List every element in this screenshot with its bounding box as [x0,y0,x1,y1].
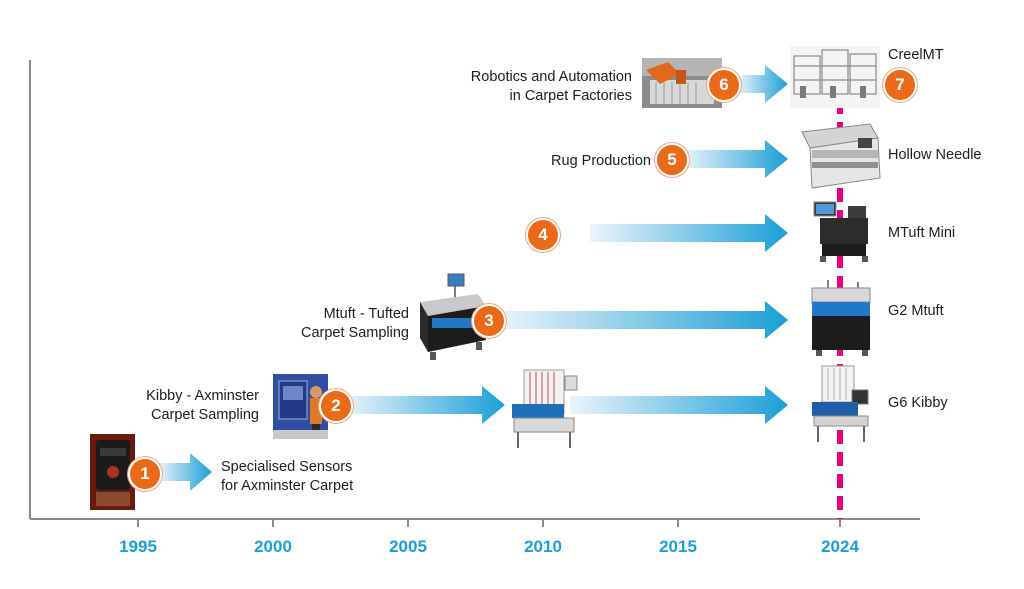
arrow-6 [738,65,788,103]
milestone-badge-2: 2 [319,389,353,423]
product-label-creelmt: CreelMT [888,47,944,63]
creel-machine-icon [790,46,880,108]
year-label-2024: 2024 [821,537,859,556]
year-label-2000: 2000 [254,537,292,556]
product-label-hollow-needle: Hollow Needle [888,147,982,163]
milestone-label-5: Rug Production [551,153,651,169]
arrows [158,65,788,491]
milestone-badge-4: 4 [526,218,560,252]
product-label-g2-mtuft: G2 Mtuft [888,303,944,319]
year-ticks [137,519,841,527]
kibby-operator-photo-icon [273,374,328,439]
milestone-badge-7: 7 [883,68,917,102]
milestone-badge-6: 6 [707,68,741,102]
milestone-badge-5: 5 [655,143,689,177]
arrow-1 [158,453,212,491]
milestone-label-2: Kibby - Axminster Carpet Sampling [146,388,259,423]
sensor-photo-icon [90,434,135,510]
year-label-2005: 2005 [389,537,427,556]
hollow-needle-machine-icon [801,123,881,189]
arrow-4 [590,214,788,252]
arrow-2-a [345,386,505,424]
kibby-2010-machine-icon [512,369,578,448]
robot-arm-photo-icon [642,58,722,108]
arrow-5 [684,140,788,178]
g2-mtuft-machine-icon [811,280,871,356]
mtuft-machine-photo-icon [420,273,486,360]
year-label-2015: 2015 [659,537,697,556]
arrow-3 [500,301,788,339]
product-label-g6-kibby: G6 Kibby [888,395,948,411]
milestone-label-3: Mtuft - Tufted Carpet Sampling [301,306,409,341]
year-label-2010: 2010 [524,537,562,556]
milestone-label-6: Robotics and Automation in Carpet Factor… [470,69,632,104]
product-label-mtuft-mini: MTuft Mini [888,225,956,241]
arrow-2-b [570,386,788,424]
g6-kibby-machine-icon [812,365,869,442]
mtuft-mini-machine-icon [813,201,868,262]
year-label-1995: 1995 [119,537,157,556]
milestone-badge-3: 3 [472,304,506,338]
milestone-label-1: Specialised Sensors for Axminster Carpet [221,459,354,494]
milestone-badge-1: 1 [128,457,162,491]
